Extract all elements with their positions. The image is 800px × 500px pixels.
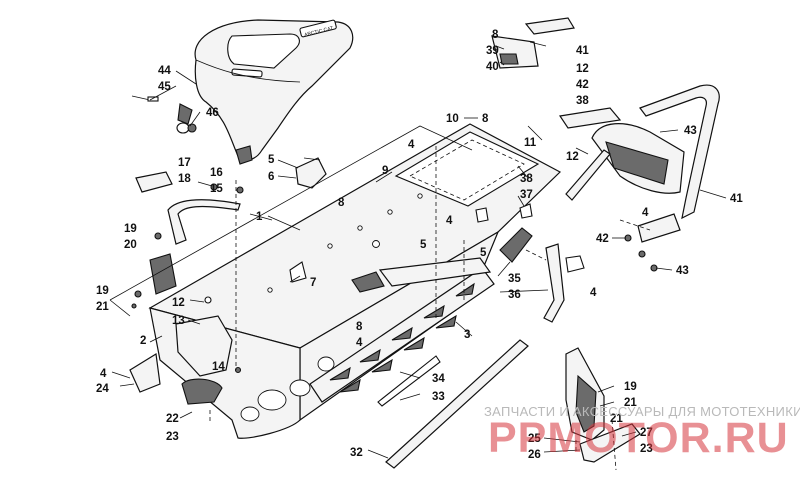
rear-shaft [377, 339, 529, 469]
tunnel-tab [289, 261, 307, 283]
small-bracket [475, 203, 533, 223]
seat: ARCTIC CAT [177, 19, 354, 165]
callout-10: 10 [446, 113, 459, 125]
rear-grab-handle [149, 199, 241, 295]
callout-8a: 8 [338, 197, 345, 209]
leader-lines [111, 41, 727, 459]
callout-37: 41 [576, 45, 589, 57]
callout-40: 43 [684, 125, 697, 137]
callout-4d: 4 [590, 287, 597, 299]
callout-41-visible: 41 [730, 193, 743, 205]
callout-21b: 21 [624, 397, 637, 409]
callout-38-visible: 38 [576, 95, 589, 107]
watermark-logo: PPMOTOR.RU [488, 414, 789, 462]
callout-16: 16 [210, 167, 223, 179]
fasteners-right [624, 234, 658, 272]
watermark-tagline: ЗАПЧАСТИ И АКСЕССУАРЫ ДЛЯ МОТОТЕХНИКИ [484, 404, 800, 419]
seat-pin [131, 95, 159, 102]
callout-8b: 8 [482, 113, 489, 125]
callout-35: 39 [486, 45, 499, 57]
lower-bracket-left [129, 315, 233, 405]
callout-21a: 21 [96, 301, 109, 313]
callout-12b: 12 [576, 63, 589, 75]
rail [565, 149, 611, 201]
callout-5c: 5 [480, 247, 487, 259]
callout-8d: 8 [492, 29, 499, 41]
callout-42: 42 [596, 233, 609, 245]
callout-11: 11 [524, 137, 537, 149]
callout-30: 34 [432, 373, 445, 385]
side-plate-right [499, 227, 585, 323]
callout-20: 20 [124, 239, 137, 251]
callout-4e: 4 [356, 337, 363, 349]
callout-23b: 23 [640, 443, 653, 455]
callout-4f: 4 [642, 207, 649, 219]
callout-4b: 4 [408, 139, 415, 151]
callout-18: 18 [178, 173, 191, 185]
callout-22: 22 [166, 413, 179, 425]
callout-4a: 4 [100, 368, 107, 380]
assembly-outline [109, 125, 473, 317]
callout-27: 27 [640, 427, 653, 439]
callout-21c: 21 [610, 413, 623, 425]
callout-23a: 23 [166, 431, 179, 443]
rear-bumper [558, 84, 720, 243]
callout-19a: 19 [124, 223, 137, 235]
snow-flap [565, 347, 641, 463]
callout-45: 45 [158, 81, 171, 93]
cap [135, 171, 173, 193]
callout-43: 43 [676, 265, 689, 277]
callout-9: 9 [382, 165, 388, 177]
callout-12c: 12 [566, 151, 579, 163]
callout-19c: 19 [624, 381, 637, 393]
callout-25: 25 [528, 433, 541, 445]
callout-36: 40 [486, 61, 499, 73]
callout-34: 38 [520, 173, 533, 185]
callout-5b: 5 [420, 239, 427, 251]
callout-15: 15 [210, 183, 223, 195]
callout-28: 32 [350, 447, 363, 459]
callout-labels: 44 45 46 17 18 16 15 5 6 1 19 20 19 21 1… [96, 29, 743, 461]
callout-1: 1 [256, 211, 263, 223]
callout-8c: 8 [356, 321, 363, 333]
hitch-bracket [491, 17, 575, 69]
callout-33: 37 [520, 189, 533, 201]
callout-13: 13 [172, 315, 185, 327]
callout-26: 26 [528, 449, 541, 461]
callout-4c: 4 [446, 215, 453, 227]
callout-31: 35 [508, 273, 521, 285]
callout-44: 44 [158, 65, 171, 77]
callout-7: 7 [310, 277, 316, 289]
callout-32: 36 [508, 289, 521, 301]
bracket-upper [295, 157, 327, 189]
callout-2: 2 [140, 335, 146, 347]
callout-24: 24 [96, 383, 109, 395]
callout-12a: 12 [172, 297, 185, 309]
callout-17: 17 [178, 157, 191, 169]
alignment-lines [209, 146, 651, 471]
callout-19b: 19 [96, 285, 109, 297]
callout-39: 42 [576, 79, 589, 91]
seat-clip [176, 122, 197, 134]
fasteners-left [131, 186, 244, 374]
callout-46: 46 [206, 107, 219, 119]
bolt [197, 181, 218, 191]
callout-3: 3 [464, 329, 470, 341]
callout-14: 14 [212, 361, 225, 373]
callout-6: 6 [268, 171, 274, 183]
callout-29: 33 [432, 391, 445, 403]
callout-5a: 5 [268, 154, 275, 166]
running-board [309, 257, 495, 403]
